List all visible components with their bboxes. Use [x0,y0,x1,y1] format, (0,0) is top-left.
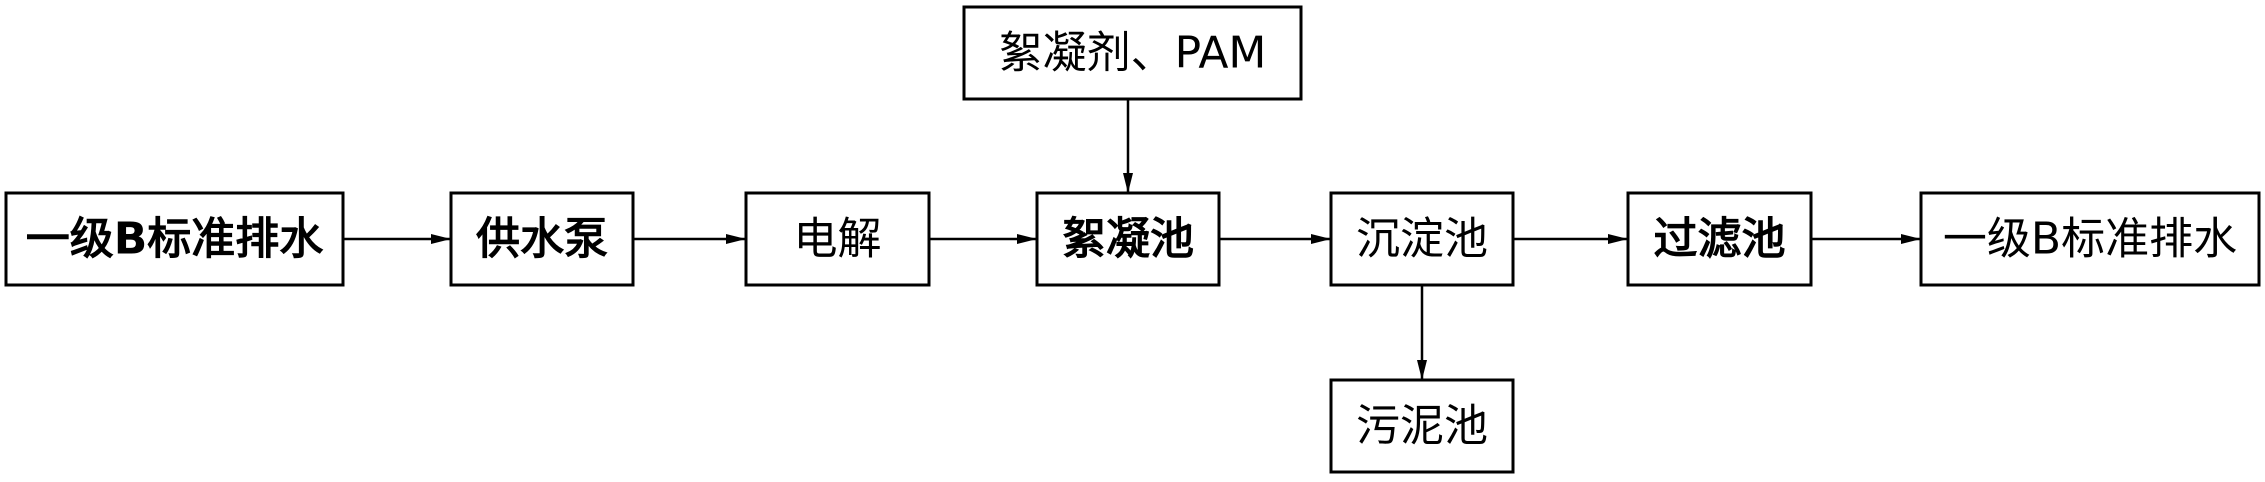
node-electrolysis-label: 电解 [794,214,882,265]
node-input-water-label: 一级B标准排水 [26,214,325,265]
node-flocculant-label: 絮凝剂、PAM [999,28,1267,79]
node-sludge-tank-label: 污泥池 [1356,401,1488,452]
connector-layer [343,99,1921,380]
node-flocculation-tank: 絮凝池 [1035,191,1221,287]
node-sludge-tank: 污泥池 [1329,378,1515,474]
node-supply-pump-label: 供水泵 [476,214,608,265]
node-flocculant: 絮凝剂、PAM [962,5,1303,101]
node-sedimentation-tank: 沉淀池 [1329,191,1515,287]
node-filter-tank-label: 过滤池 [1654,214,1786,265]
node-sedimentation-tank-label: 沉淀池 [1356,214,1488,265]
node-supply-pump: 供水泵 [449,191,635,287]
node-flocculation-tank-label: 絮凝池 [1062,214,1194,265]
node-output-water: 一级B标准排水 [1919,191,2261,287]
node-input-water: 一级B标准排水 [4,191,345,287]
node-output-water-label: 一级B标准排水 [1943,214,2237,265]
node-filter-tank: 过滤池 [1626,191,1813,287]
node-electrolysis: 电解 [744,191,931,287]
